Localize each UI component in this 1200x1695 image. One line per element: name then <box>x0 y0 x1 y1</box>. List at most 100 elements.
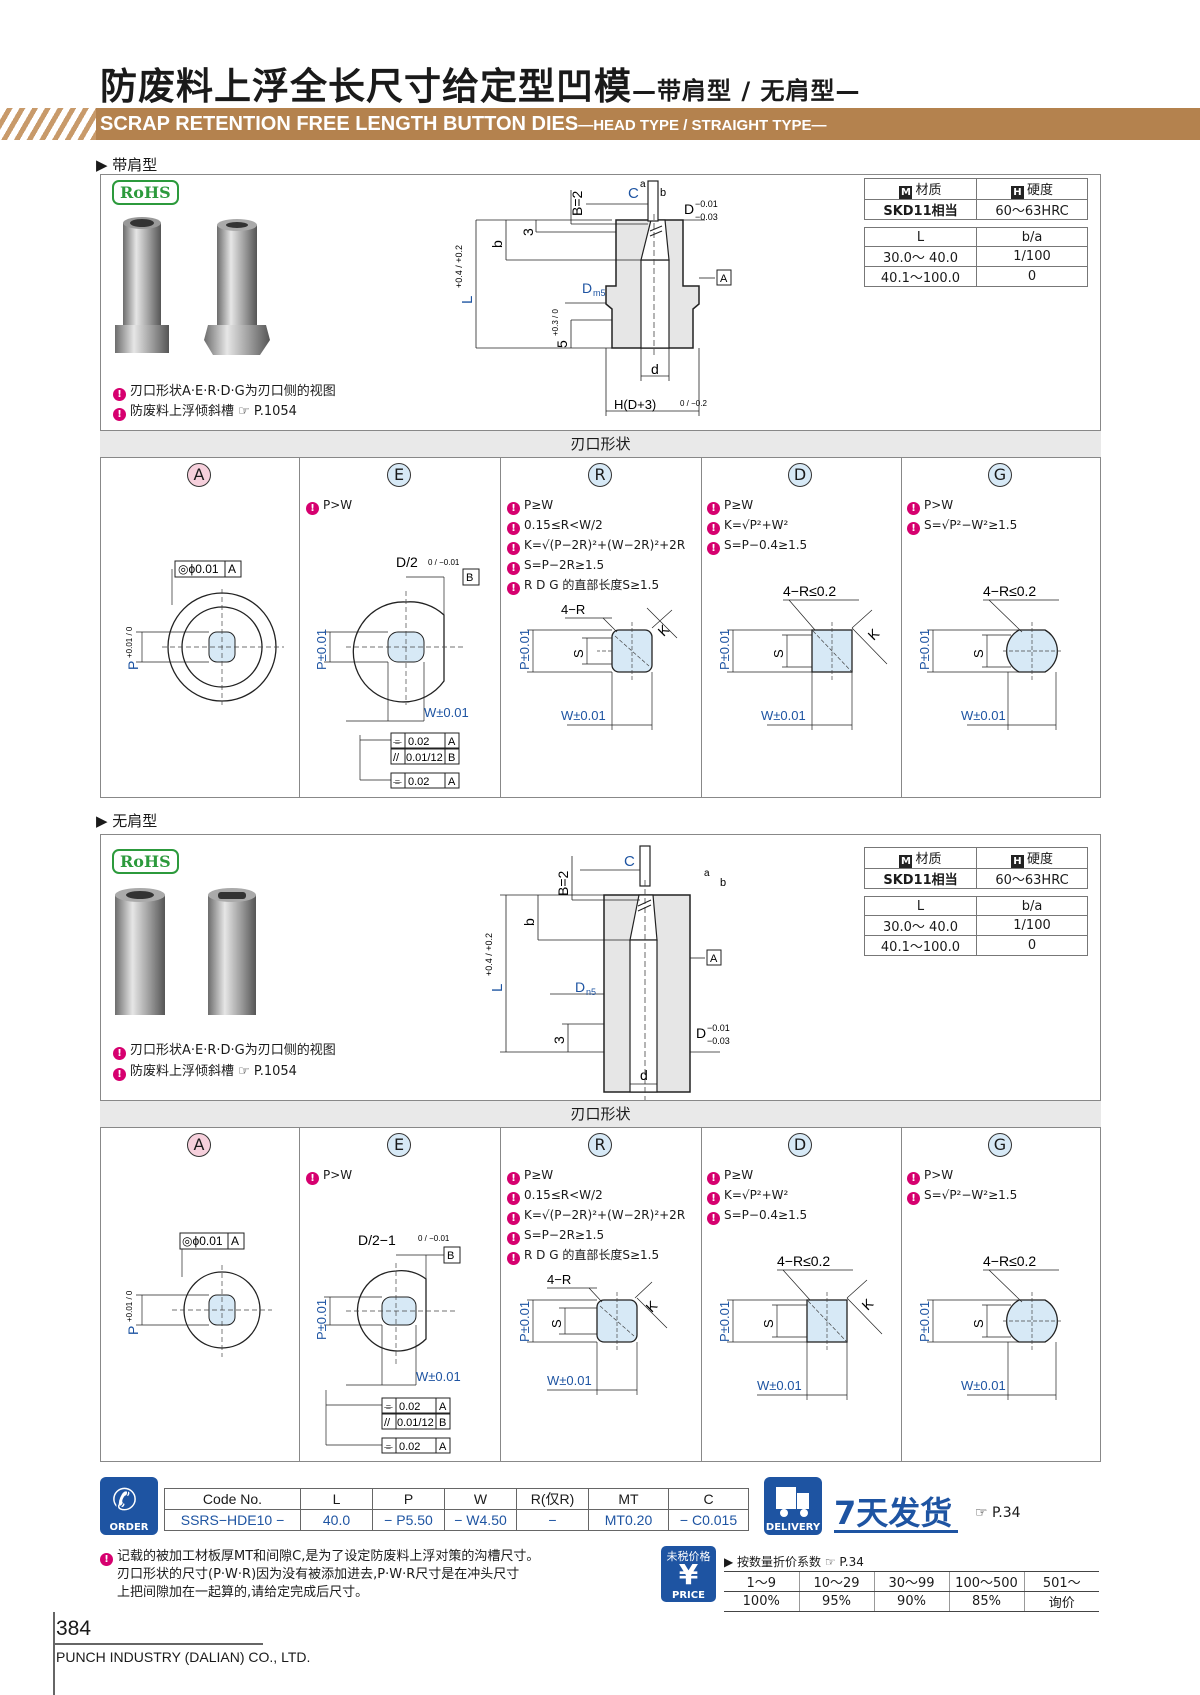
shape-a-label: A <box>187 463 211 487</box>
dim-l-2: L <box>489 984 506 992</box>
svg-text:K: K <box>858 1295 876 1313</box>
svg-text:⌯: ⌯ <box>393 736 402 748</box>
shape-e-label: E <box>387 463 411 487</box>
product-photo-head-type <box>115 217 270 355</box>
order-code-table: Code No. L P W R(仅R) MT C SSRS−HDE10 − 4… <box>164 1488 749 1531</box>
formula-g: !P>W !S=√P²−W²≥1.5 <box>907 495 1017 535</box>
w-label-r1: W±0.01 <box>561 708 606 723</box>
delivery-days: 7天发货 <box>834 1494 953 1532</box>
price-title[interactable]: ▶ 按数量折价系数 ☞ P.34 <box>724 1555 864 1569</box>
s-label-g1: S <box>971 649 986 658</box>
shape-d-drawing: 4−R≤0.2 K P±0.01 S W±0.01 <box>717 583 888 730</box>
svg-text:n5: n5 <box>586 987 596 997</box>
svg-text:−0.01: −0.01 <box>707 1023 730 1033</box>
svg-text:A: A <box>439 1441 447 1453</box>
head-type-panel <box>100 174 1101 798</box>
price-icon: 未税价格 ¥ PRICE <box>661 1546 716 1602</box>
shape-e-label-2: E <box>387 1133 411 1157</box>
dim-dn5: D <box>575 979 585 995</box>
note-shape-view: !刃口形状A·E·R·D·G为刃口侧的视图 <box>113 382 336 402</box>
p-tol-a1: +0.01 / 0 <box>125 626 134 658</box>
section-label-head-type: ▶ 带肩型 <box>96 156 158 174</box>
svg-text:+0.4 / +0.2: +0.4 / +0.2 <box>484 933 494 976</box>
dim-d-tol-sub: −0.03 <box>695 212 718 222</box>
svg-text://: // <box>393 752 400 764</box>
head-type-cross-section: a b C B=2 D −0.01 −0.03 b 3 L +0.4 / +0.… <box>454 179 732 416</box>
svg-text:b: b <box>720 877 726 889</box>
datum-a: A <box>720 273 728 285</box>
svg-text:K: K <box>864 625 882 643</box>
yen-icon: ¥ <box>678 1558 699 1591</box>
dim-five-tol: +0.3 / 0 <box>551 309 560 336</box>
dim-d-small-2: d <box>640 1067 648 1083</box>
svg-text:W±0.01: W±0.01 <box>547 1373 592 1388</box>
product-photo-straight-type <box>115 888 256 1015</box>
p-label-d1: P±0.01 <box>717 629 732 670</box>
r4-label: 4−R <box>561 602 585 617</box>
svg-text:P±0.01: P±0.01 <box>517 1301 532 1342</box>
svg-text:B: B <box>466 572 473 584</box>
svg-text:4−R≤0.2: 4−R≤0.2 <box>777 1253 830 1269</box>
section-label-straight-type: ▶ 无肩型 <box>96 812 158 830</box>
d2-label-1: D/2 <box>396 554 418 570</box>
shape-d-drawing-2: 4−R≤0.2 K P±0.01 S W±0.01 <box>717 1253 883 1400</box>
formula-r-2: !P≥W !0.15≤R<W/2 !K=√(P−2R)²+(W−2R)²+2R … <box>507 1165 685 1265</box>
svg-text:A: A <box>448 776 456 788</box>
svg-text:⌯: ⌯ <box>384 1401 393 1413</box>
svg-text:4−R≤0.2: 4−R≤0.2 <box>983 1253 1036 1269</box>
svg-text:0.01/12: 0.01/12 <box>397 1417 434 1429</box>
w-label-d1: W±0.01 <box>761 708 806 723</box>
svg-text:+0.01 / 0: +0.01 / 0 <box>125 1290 134 1322</box>
conc-tol-1: ◎ϕ0.01 <box>178 562 219 576</box>
title-banner: SCRAP RETENTION FREE LENGTH BUTTON DIES—… <box>0 108 1200 140</box>
svg-text:A: A <box>231 1234 239 1248</box>
svg-text:W±0.01: W±0.01 <box>416 1369 461 1384</box>
svg-text:0 / −0.01: 0 / −0.01 <box>418 1234 450 1243</box>
delivery-ref[interactable]: ☞ P.34 <box>975 1505 1021 1521</box>
note-groove-ref-2[interactable]: !防废料上浮倾斜槽 ☞ P.1054 <box>113 1062 297 1082</box>
svg-text:A: A <box>448 736 456 748</box>
dim-l-tol: +0.4 / +0.2 <box>454 245 464 288</box>
svg-text:3: 3 <box>551 1036 567 1044</box>
r02-label-g1: 4−R≤0.2 <box>983 583 1036 599</box>
phone-icon: ✆ <box>112 1483 138 1518</box>
w-label-g1: W±0.01 <box>961 708 1006 723</box>
conc-tol-2: ◎ϕ0.01 <box>182 1234 223 1248</box>
conc-ref-1: A <box>228 562 236 576</box>
shape-g-drawing: 4−R≤0.2 P±0.01 S W±0.01 <box>917 583 1062 730</box>
p-label-r1: P±0.01 <box>517 629 532 670</box>
page-title: 防废料上浮全长尺寸给定型凹模—带肩型 / 无肩型— <box>100 65 861 108</box>
svg-text:P: P <box>125 1326 141 1335</box>
company-name: PUNCH INDUSTRY (DALIAN) CO., LTD. <box>56 1649 311 1665</box>
straight-type-panel <box>100 834 1101 1462</box>
dim-b2-2: B=2 <box>555 870 571 896</box>
page-number: 384 <box>56 1617 92 1640</box>
rohs-badge-2: RoHS <box>112 849 179 874</box>
shape-r-drawing-2: 4−R K P±0.01 S W±0.01 <box>517 1272 668 1395</box>
order-code: SSRS−HDE10 − <box>164 1509 301 1531</box>
dim-l: L <box>459 296 476 304</box>
svg-text:−0.03: −0.03 <box>707 1036 730 1046</box>
note-groove-ref[interactable]: !防废料上浮倾斜槽 ☞ P.1054 <box>113 402 297 422</box>
svg-text:0.02: 0.02 <box>408 736 429 748</box>
svg-text:0.01/12: 0.01/12 <box>406 752 443 764</box>
d2-label-2: D/2−1 <box>358 1232 396 1248</box>
shape-header-2: 刃口形状 <box>100 1100 1101 1128</box>
svg-text:S: S <box>549 1319 564 1328</box>
s-label-d1: S <box>771 649 786 658</box>
shape-d-label: D <box>788 463 812 487</box>
dim-h-tol: 0 / −0.2 <box>680 399 707 408</box>
formula-d: !P≥W !K=√P²+W² !S=P−0.4≥1.5 <box>707 495 807 555</box>
dim-d-tol-2: D <box>696 1025 706 1041</box>
s-label-r1: S <box>571 649 586 658</box>
dim-b2: B=2 <box>569 190 585 216</box>
dim-b-arrow: b <box>660 187 666 199</box>
svg-text:P±0.01: P±0.01 <box>917 1301 932 1342</box>
shape-a-label-2: A <box>187 1133 211 1157</box>
delivery-icon: DELIVERY <box>764 1477 822 1535</box>
dim-dm5: D <box>582 280 592 296</box>
rohs-badge: RoHS <box>112 180 179 205</box>
p-label-a1: P <box>125 661 141 670</box>
